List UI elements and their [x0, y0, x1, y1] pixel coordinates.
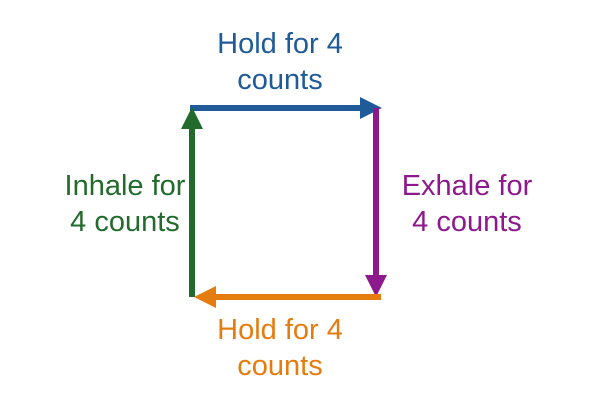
bottom-arrow-head — [194, 286, 216, 308]
inhale-label: Inhale for 4 counts — [40, 168, 210, 240]
bottom-hold-label-line2: counts — [237, 350, 323, 382]
left-arrow-head — [181, 107, 203, 129]
top-hold-label-line1: Hold for 4 — [217, 28, 343, 60]
bottom-hold-label-line1: Hold for 4 — [217, 314, 343, 346]
left-arrow — [181, 107, 203, 297]
top-arrow-head — [360, 97, 382, 119]
exhale-label: Exhale for 4 counts — [382, 168, 552, 240]
top-arrow — [190, 97, 382, 119]
top-hold-label: Hold for 4 counts — [180, 26, 380, 98]
exhale-label-line1: Exhale for — [401, 170, 533, 202]
exhale-label-line2: 4 counts — [412, 206, 522, 238]
inhale-label-line2: 4 counts — [70, 206, 180, 238]
bottom-arrow — [194, 286, 381, 308]
bottom-hold-label: Hold for 4 counts — [180, 312, 380, 384]
right-arrow — [365, 108, 387, 297]
right-arrow-head — [365, 275, 387, 297]
inhale-label-line1: Inhale for — [64, 170, 186, 202]
top-hold-label-line2: counts — [237, 64, 323, 96]
